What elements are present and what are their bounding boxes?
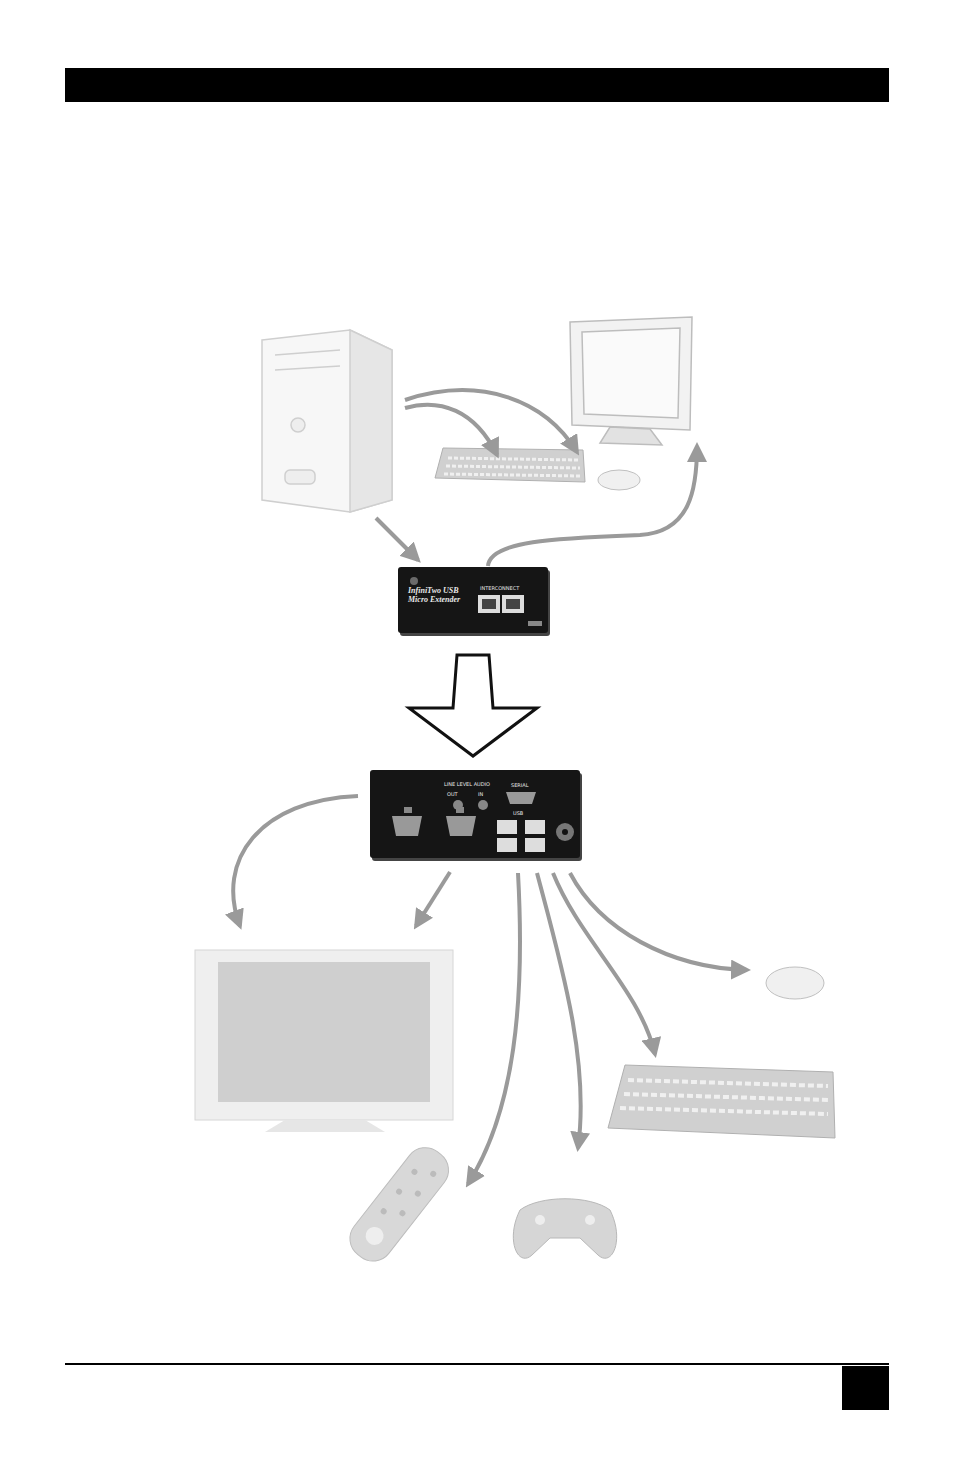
- mouse: [766, 967, 824, 999]
- monitor: [570, 317, 692, 445]
- gamepad: [513, 1199, 616, 1259]
- header-bar: [65, 68, 889, 102]
- remote-control: [342, 1140, 457, 1270]
- extender-unit: LINE LEVEL AUDIO OUT IN SERIAL USB: [370, 770, 580, 858]
- cable-arrow: [376, 518, 418, 560]
- panel-label: InfiniTwo USB Micro Extender: [408, 587, 470, 605]
- panel-label: USB: [513, 811, 533, 817]
- keyboard: [435, 448, 585, 482]
- page-number-box: [842, 1366, 889, 1410]
- panel-label: INTERCONNECT: [480, 586, 540, 592]
- cable-arrow: [233, 796, 358, 926]
- cable-arrow: [405, 405, 497, 455]
- panel-label: OUT: [447, 792, 461, 798]
- cable-arrow: [416, 872, 450, 926]
- cable-arrow: [488, 446, 697, 566]
- panel-label: SERIAL: [511, 783, 541, 789]
- cable-arrows: [376, 390, 697, 566]
- footer-rule: [65, 1363, 889, 1365]
- cable-arrow: [570, 873, 747, 970]
- panel-label: LINE LEVEL AUDIO: [444, 782, 504, 788]
- television: [195, 950, 453, 1132]
- computer-tower: [262, 330, 392, 512]
- panel-label: IN: [478, 792, 488, 798]
- cable-arrow: [553, 873, 655, 1054]
- cable-arrow: [468, 873, 520, 1184]
- cable-arrow: [405, 390, 577, 452]
- mouse: [598, 470, 640, 490]
- keyboard: [608, 1065, 835, 1138]
- extender-unit: InfiniTwo USB Micro Extender INTERCONNECT: [398, 567, 548, 633]
- hollow-arrow: [409, 655, 537, 756]
